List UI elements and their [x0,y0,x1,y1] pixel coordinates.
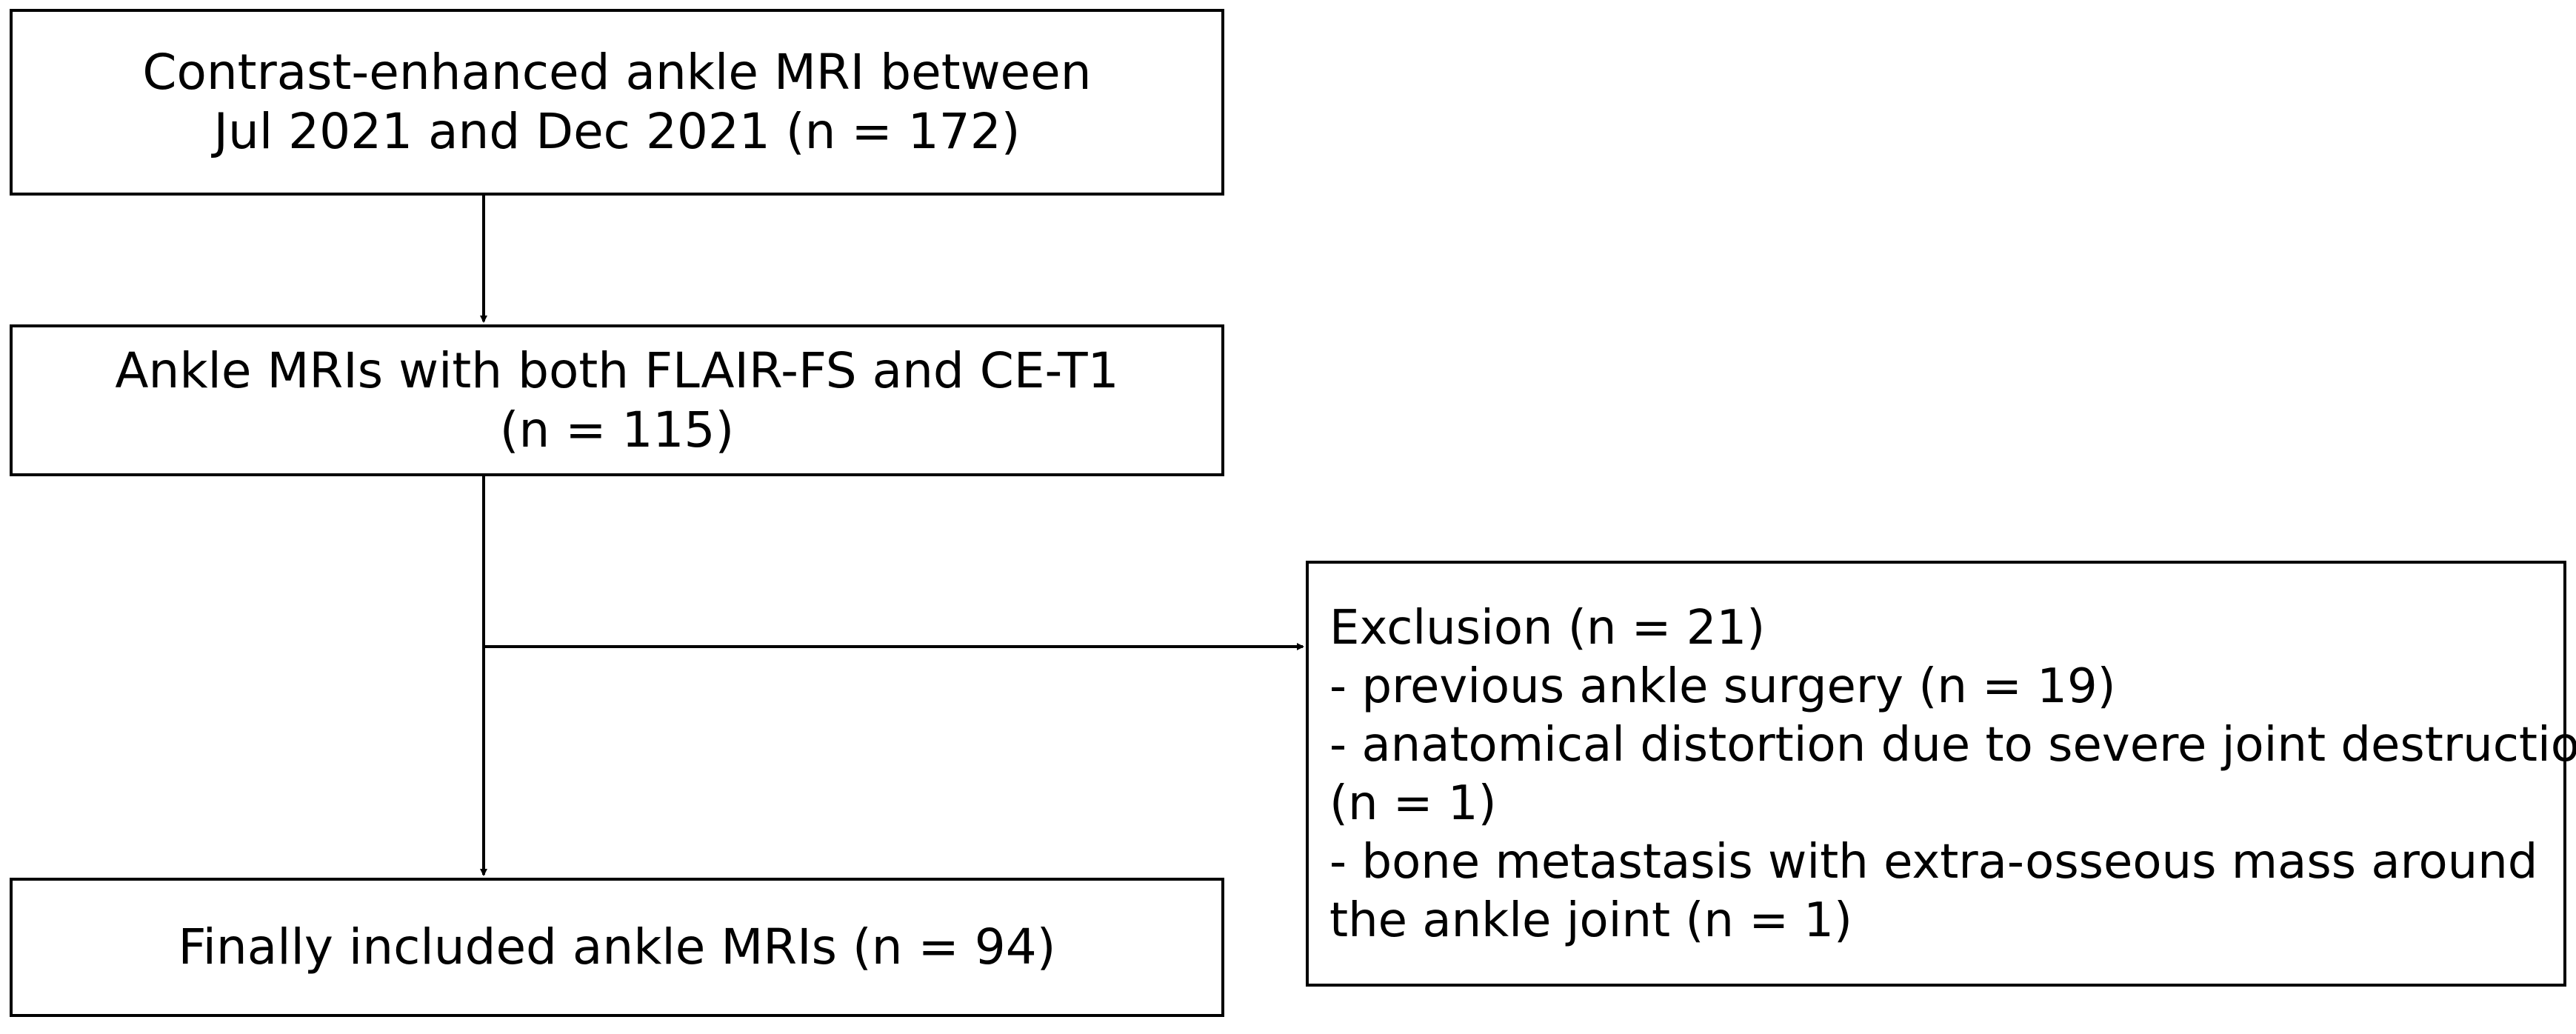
exclusion-title: Exclusion (n = 21) [1329,601,1766,656]
exclusion-reason-distortion: - anatomical distortion due to severe jo… [1329,718,2576,773]
exclusion-box: Exclusion (n = 21) - previous ankle surg… [1306,561,2576,987]
final-box-line-1: Finally included ankle MRIs (n = 94) [178,918,1056,975]
both-sequences-box-line-1: Ankle MRIs with both FLAIR-FS and CE-T1 [115,341,1119,399]
both-sequences-box-line-2: (n = 115) [499,401,735,458]
exclusion-reason-distortion-count: (n = 1) [1329,776,1497,831]
exclusion-reason-surgery: - previous ankle surgery (n = 19) [1329,659,2116,714]
exclusion-reason-metastasis-count: the ankle joint (n = 1) [1329,893,1852,948]
both-sequences-box: Ankle MRIs with both FLAIR-FS and CE-T1 … [10,324,1224,476]
start-box: Contrast-enhanced ankle MRI between Jul … [10,9,1224,196]
final-box: Finally included ankle MRIs (n = 94) [10,878,1224,1017]
start-box-line-2: Jul 2021 and Dec 2021 (n = 172) [213,103,1021,160]
start-box-line-1: Contrast-enhanced ankle MRI between [142,44,1092,101]
exclusion-reason-metastasis: - bone metastasis with extra-osseous mas… [1329,835,2538,890]
